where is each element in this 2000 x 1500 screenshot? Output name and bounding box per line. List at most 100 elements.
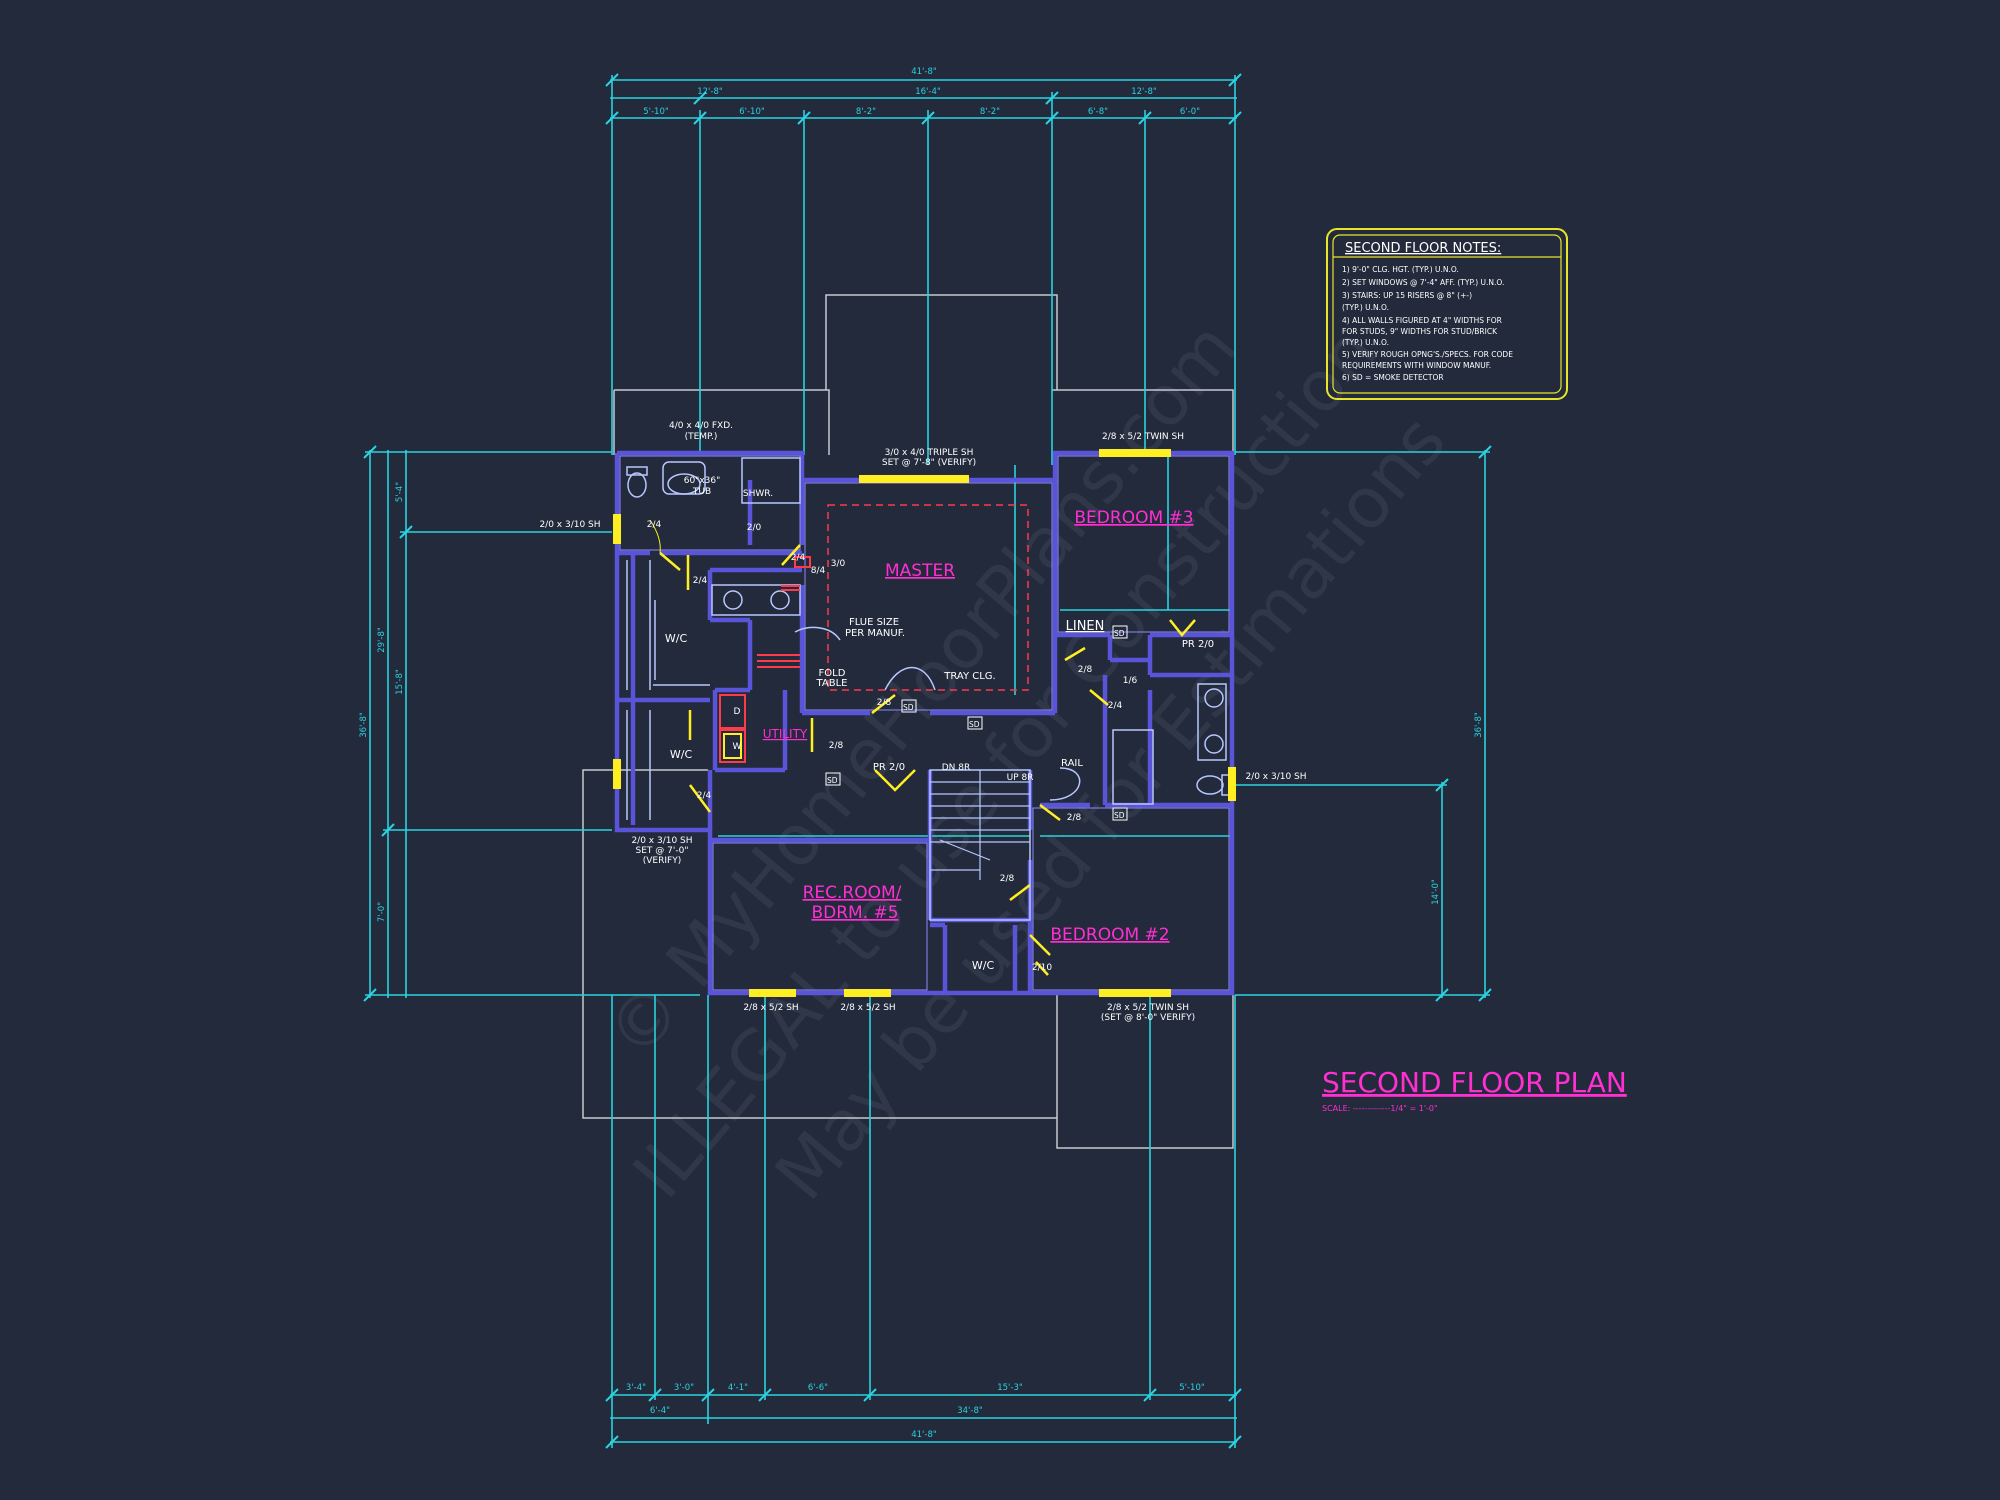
- room-rec-2: BDRM. #5: [811, 903, 898, 923]
- dim-left-b: 7'-0": [377, 902, 387, 922]
- label-dn: DN 8R: [942, 763, 971, 773]
- room-bedroom-2: BEDROOM #2: [1050, 925, 1169, 945]
- room-utility: UTILITY: [763, 727, 808, 741]
- door-labels: 2/4 2/4 2/4 2/4 2/8 2/8 2/8 2/4 2/8 2/8 …: [647, 520, 1138, 973]
- dim-overall-top: 41'-8": [911, 67, 937, 77]
- window-left-lower: [613, 759, 621, 789]
- window-labels: 4/0 x 4/0 FXD. (TEMP.) 3/0 x 4/0 TRIPLE …: [539, 421, 1306, 1023]
- label-wic-2: W/C: [670, 748, 693, 761]
- dim-right-a: 14'-0": [1431, 879, 1441, 905]
- room-bedroom-3: BEDROOM #3: [1074, 508, 1193, 528]
- window-label-left-bath: 2/0 x 3/10 SH: [539, 520, 600, 530]
- label-tub: 60"x36": [684, 476, 721, 486]
- door-label-11: 2/10: [1032, 963, 1052, 973]
- dim-top-3: 8'-2": [856, 107, 876, 117]
- window-label-bed2-2: (SET @ 8'-0" VERIFY): [1101, 1013, 1195, 1023]
- dim-top-6: 6'-0": [1180, 107, 1200, 117]
- dim-bot-5: 15'-3": [997, 1383, 1023, 1393]
- tray-ceiling: [827, 504, 1029, 691]
- toilet-master: [627, 472, 647, 498]
- door-label-7: 2/8: [1078, 665, 1093, 675]
- door-label-15: 1/6: [1123, 676, 1138, 686]
- dim-top-2: 6'-10": [739, 107, 765, 117]
- dim-left-1: 5'-4": [395, 482, 405, 502]
- dim-bot-1: 3'-4": [626, 1383, 646, 1393]
- window-left-bath: [613, 514, 621, 544]
- window-label-master-2: SET @ 7'-8" (VERIFY): [882, 458, 976, 468]
- door-label-4: 2/4: [697, 791, 712, 801]
- washer: [719, 729, 746, 763]
- shower-bath2: [1112, 729, 1154, 805]
- wall-inner-lines: [619, 455, 1230, 991]
- window-label-rec-1: 2/8 x 5/2 SH: [743, 1003, 798, 1013]
- notes-box: SECOND FLOOR NOTES: 1) 9'-0" CLG. HGT. (…: [1326, 228, 1568, 400]
- dim-left-overall: 36'-8": [359, 712, 369, 738]
- label-washer: W: [733, 742, 742, 752]
- dim-top-4: 8'-2": [980, 107, 1000, 117]
- room-rec-1: REC.ROOM/: [803, 883, 902, 903]
- dim-bot-b: 34'-8": [957, 1406, 983, 1416]
- outline-lines: [582, 294, 1234, 1149]
- plan-scale: SCALE: -------------1/4" = 1'-0": [1322, 1104, 1438, 1113]
- note-line-1: 1) 9'-0" CLG. HGT. (TYP.) U.N.O.: [1342, 265, 1459, 274]
- room-master: MASTER: [885, 561, 955, 581]
- window-rec-1: [749, 989, 796, 997]
- door-label-2: 2/4: [693, 576, 708, 586]
- label-linen: LINEN: [1066, 619, 1105, 634]
- dim-top-a: 12'-8": [697, 87, 723, 97]
- toilet-bath2: [1196, 775, 1224, 795]
- appliances: [719, 556, 811, 763]
- window-right-bath: [1228, 767, 1236, 801]
- window-bed3: [1099, 449, 1171, 457]
- plan-title-block: SECOND FLOOR PLAN SCALE: -------------1/…: [1322, 1066, 1627, 1113]
- door-label-3: 2/4: [791, 553, 806, 563]
- window-bed2: [1099, 989, 1171, 997]
- dim-top-c: 12'-8": [1131, 87, 1157, 97]
- label-fold-2: TABLE: [816, 678, 848, 689]
- dim-bot-4: 6'-6": [808, 1383, 828, 1393]
- note-line-3: 3) STAIRS: UP 15 RISERS @ 8" (+-): [1342, 291, 1472, 300]
- watermark: © MyHomeFloorPlans.com ILLEGAL to use fo…: [591, 307, 1462, 1215]
- sd-1: SD: [903, 703, 914, 712]
- notes-heading: SECOND FLOOR NOTES:: [1345, 241, 1501, 256]
- dim-top-b: 16'-4": [915, 87, 941, 97]
- door-label-8: 2/4: [1108, 701, 1123, 711]
- note-line-7: (TYP.) U.N.O.: [1342, 338, 1389, 347]
- dim-top-1: 5'-10": [643, 107, 669, 117]
- door-label-1: 2/4: [647, 520, 662, 530]
- label-wic-3: W/C: [972, 959, 995, 972]
- label-up: UP 8R: [1007, 773, 1034, 783]
- window-master: [859, 475, 969, 483]
- window-rec-2: [844, 989, 891, 997]
- label-pr-bed3: PR 2/0: [1182, 639, 1214, 650]
- sd-3: SD: [827, 776, 838, 785]
- window-label-bed3: 2/8 x 5/2 TWIN SH: [1102, 432, 1184, 442]
- door-label-9: 2/8: [1067, 813, 1082, 823]
- door-label-5: 2/8: [829, 741, 844, 751]
- note-line-10: 6) SD = SMOKE DETECTOR: [1342, 373, 1444, 382]
- label-wic-1: W/C: [665, 632, 688, 645]
- note-line-5: 4) ALL WALLS FIGURED AT 4" WIDTHS FOR: [1342, 316, 1502, 325]
- sd-2: SD: [969, 720, 980, 729]
- window-label-left-lower-2: SET @ 7'-0": [636, 846, 689, 856]
- walls: [614, 450, 1235, 996]
- dim-left-2: 15'-8": [395, 669, 405, 695]
- window-label-top-left-1: 4/0 x 4/0 FXD.: [669, 421, 733, 431]
- label-shwr: SHWR.: [743, 489, 773, 499]
- window-label-top-left-2: (TEMP.): [685, 432, 718, 442]
- note-line-8: 5) VERIFY ROUGH OPNG'S./SPECS. FOR CODE: [1342, 350, 1513, 359]
- shower: [741, 457, 801, 504]
- label-tub-2: TUB: [692, 487, 711, 497]
- label-tray: TRAY CLG.: [943, 671, 995, 682]
- note-line-2: 2) SET WINDOWS @ 7'-4" AFF. (TYP.) U.N.O…: [1342, 278, 1504, 287]
- note-line-9: REQUIREMENTS WITH WINDOW MANUF.: [1342, 361, 1491, 370]
- label-flue-2: PER MANUF.: [845, 628, 905, 639]
- fixtures: [626, 457, 1231, 921]
- dim-bot-3: 4'-1": [728, 1383, 748, 1393]
- door-label-6: 2/8: [877, 698, 892, 708]
- window-label-rec-2: 2/8 x 5/2 SH: [840, 1003, 895, 1013]
- label-pr-hall: PR 2/0: [873, 762, 905, 773]
- note-line-6: FOR STUDS, 9" WIDTHS FOR STUD/BRICK: [1342, 327, 1498, 336]
- dim-overall-bot: 41'-8": [911, 1430, 937, 1440]
- sd-4: SD: [1114, 629, 1125, 638]
